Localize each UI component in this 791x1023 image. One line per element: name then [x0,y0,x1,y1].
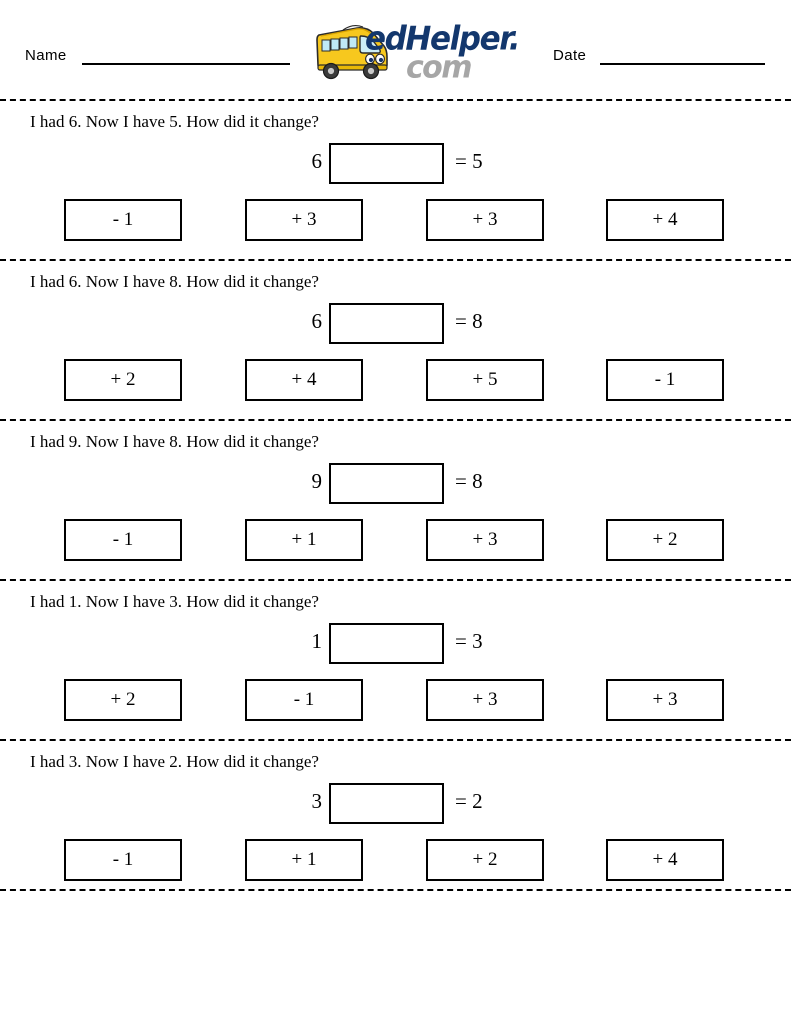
question-text: I had 3. Now I have 2. How did it change… [30,752,319,771]
equation-start-number: 3 [311,789,323,813]
choice-option-2[interactable]: + 4 [245,359,363,401]
choice-option-4[interactable]: - 1 [606,359,724,401]
choice-option-1[interactable]: + 2 [64,679,182,721]
section-divider [0,419,791,421]
choice-option-4[interactable]: + 2 [606,519,724,561]
choice-option-2[interactable]: + 1 [245,519,363,561]
equation-start-number: 6 [311,309,323,333]
question-text: I had 9. Now I have 8. How did it change… [30,432,319,451]
section-divider [0,739,791,741]
problem-3: I had 9. Now I have 8. How did it change… [0,427,791,587]
choice-option-1[interactable]: - 1 [64,519,182,561]
question-text: I had 1. Now I have 3. How did it change… [30,592,319,611]
equation-result: = 8 [455,469,483,493]
problem-4: I had 1. Now I have 3. How did it change… [0,587,791,747]
problem-5: I had 3. Now I have 2. How did it change… [0,747,791,907]
equation-start-number: 6 [311,149,323,173]
question-text: I had 6. Now I have 5. How did it change… [30,112,319,131]
answer-blank-box[interactable] [329,463,444,504]
choice-option-1[interactable]: - 1 [64,199,182,241]
choice-option-4[interactable]: + 4 [606,199,724,241]
logo-tld-text: com [406,49,472,86]
answer-blank-box[interactable] [329,143,444,184]
equation-start-number: 1 [311,629,323,653]
choice-option-2[interactable]: + 1 [245,839,363,881]
name-label: Name [25,47,67,64]
choice-option-3[interactable]: + 2 [426,839,544,881]
equation-row: 6 = 8 [0,301,791,347]
equation-row: 1 = 3 [0,621,791,667]
choice-option-1[interactable]: + 2 [64,359,182,401]
choice-row: - 1 + 3 + 3 + 4 [0,199,791,243]
choice-option-3[interactable]: + 3 [426,679,544,721]
section-divider [0,99,791,101]
equation-result: = 3 [455,629,483,653]
date-write-line[interactable] [600,63,765,65]
logo-brand-text: edHelper. [365,20,520,59]
choice-option-3[interactable]: + 3 [426,519,544,561]
answer-blank-box[interactable] [329,303,444,344]
equation-row: 6 = 5 [0,141,791,187]
equation-result: = 2 [455,789,483,813]
choice-option-3[interactable]: + 5 [426,359,544,401]
choice-option-4[interactable]: + 4 [606,839,724,881]
section-divider [0,579,791,581]
section-divider [0,259,791,261]
answer-blank-box[interactable] [329,783,444,824]
section-divider [0,889,791,891]
equation-row: 3 = 2 [0,781,791,827]
question-text: I had 6. Now I have 8. How did it change… [30,272,319,291]
name-write-line[interactable] [82,63,290,65]
choice-option-2[interactable]: - 1 [245,679,363,721]
worksheet-header: Name Date [0,0,791,92]
answer-blank-box[interactable] [329,623,444,664]
choice-option-1[interactable]: - 1 [64,839,182,881]
choice-option-3[interactable]: + 3 [426,199,544,241]
choice-row: - 1 + 1 + 2 + 4 [0,839,791,883]
choice-option-4[interactable]: + 3 [606,679,724,721]
equation-row: 9 = 8 [0,461,791,507]
date-label: Date [553,47,587,64]
choice-row: + 2 - 1 + 3 + 3 [0,679,791,723]
edhelper-logo: edHelper. com [313,16,520,86]
school-bus-icon [316,24,388,80]
choice-row: - 1 + 1 + 3 + 2 [0,519,791,563]
equation-result: = 8 [455,309,483,333]
choice-option-2[interactable]: + 3 [245,199,363,241]
problem-2: I had 6. Now I have 8. How did it change… [0,267,791,427]
equation-start-number: 9 [311,469,323,493]
equation-result: = 5 [455,149,483,173]
choice-row: + 2 + 4 + 5 - 1 [0,359,791,403]
problem-1: I had 6. Now I have 5. How did it change… [0,107,791,267]
